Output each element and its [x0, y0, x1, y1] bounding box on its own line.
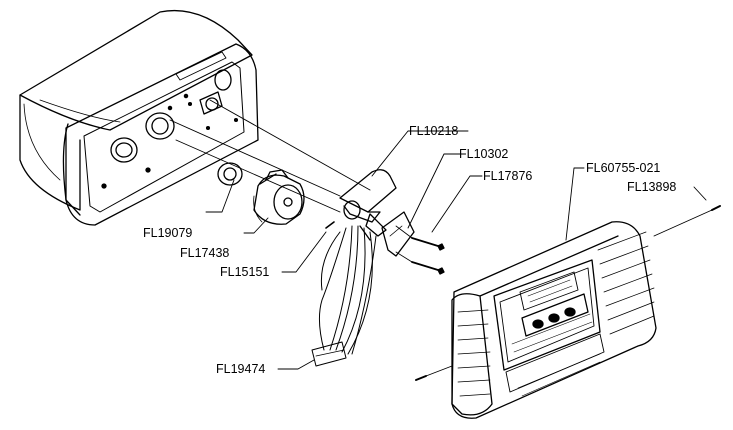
label-fl15151: FL15151 — [220, 265, 270, 279]
assembly-lines — [169, 99, 371, 213]
label-fl17438: FL17438 — [180, 246, 230, 260]
bracket-fl10302 — [381, 211, 415, 257]
screws-fl17876 — [395, 225, 445, 275]
label-fl19474: FL19474 — [216, 362, 266, 376]
label-fl60755-021: FL60755-021 — [586, 161, 661, 175]
screw-fl15151 — [325, 221, 335, 229]
leader-lines — [205, 130, 707, 370]
wiring-harness-fl19474 — [311, 225, 377, 367]
housing-fittings — [101, 69, 239, 189]
washer-fl19079 — [217, 162, 243, 186]
label-fl17876: FL17876 — [483, 169, 533, 183]
motor-fl17438 — [253, 169, 305, 225]
housing-body — [19, 9, 259, 226]
actuator-fl10218 — [339, 169, 397, 241]
label-fl10302: FL10302 — [459, 147, 509, 161]
screw-fl13898 — [415, 205, 721, 381]
label-fl10218: FL10218 — [409, 124, 459, 138]
label-fl13898: FL13898 — [627, 180, 677, 194]
label-fl19079: FL19079 — [143, 226, 193, 240]
control-unit-fl60755-021 — [451, 221, 657, 419]
